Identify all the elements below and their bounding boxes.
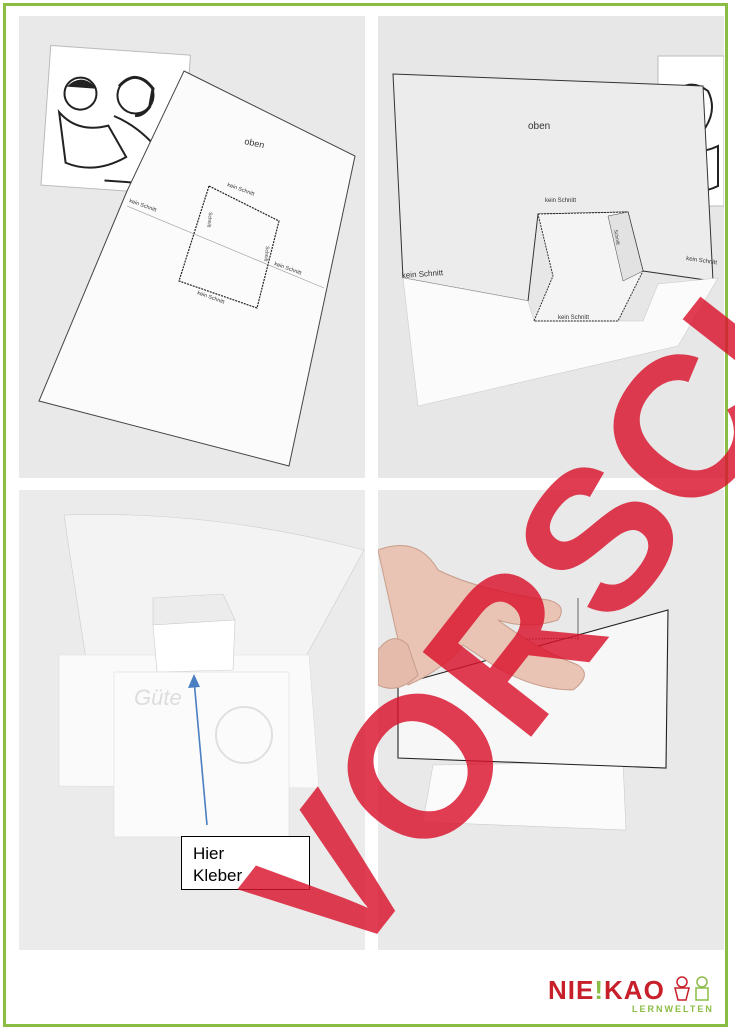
- photo-fold-closed-drawing: [378, 490, 724, 950]
- p2-label-no-cut-bottom: kein Schnitt: [558, 315, 589, 321]
- brand-logo: NIE!KAO LERNWELTEN: [548, 975, 724, 1017]
- glue-callout: Hier Kleber: [181, 836, 310, 890]
- photo-fold-closed: [378, 490, 724, 950]
- photo-template-flat-drawing: oben kein Schnitt kein Schnitt kein Schn…: [19, 16, 365, 478]
- brand-logo-part1: NIE: [548, 975, 594, 1005]
- photo-template-folded-drawing: oben kein Schnitt kein Schnitt kein Schn…: [378, 16, 724, 478]
- p2-label-no-cut-top: kein Schnitt: [545, 198, 576, 204]
- photo-template-flat: oben kein Schnitt kein Schnitt kein Schn…: [19, 16, 365, 478]
- svg-text:Güte: Güte: [134, 685, 182, 710]
- brand-logo-tagline: LERNWELTEN: [632, 1004, 714, 1014]
- brand-logo-bang: !: [594, 975, 604, 1005]
- p2-label-top: oben: [528, 121, 550, 132]
- photo-template-folded: oben kein Schnitt kein Schnitt kein Schn…: [378, 16, 724, 478]
- kids-icon: [670, 975, 714, 1005]
- glue-callout-line1: Hier: [193, 843, 309, 865]
- glue-callout-line2: Kleber: [193, 865, 309, 887]
- brand-logo-part2: KAO: [604, 975, 665, 1005]
- brand-logo-text: NIE!KAO: [548, 975, 665, 1006]
